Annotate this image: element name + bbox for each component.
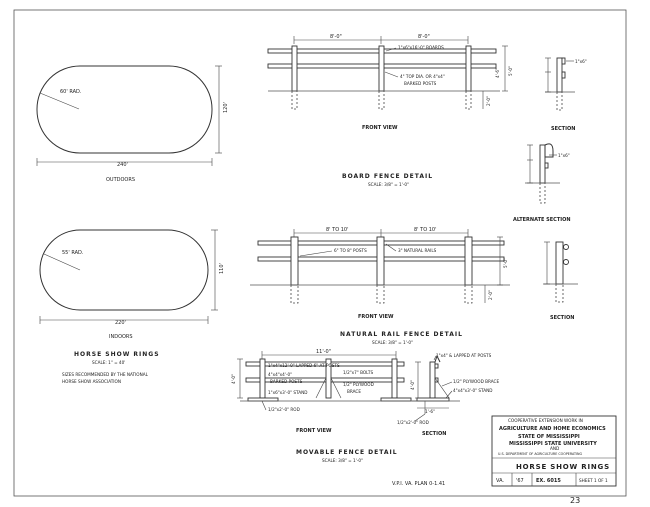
rail-height-1: 5'-0"	[503, 258, 508, 268]
movable-stand-label: 1"x6"x3'-0" STAND	[268, 390, 308, 395]
indoors-radius-line	[43, 253, 81, 271]
movable-fence-section: 4'-0" 1'-6" 1"x4" & LAPPED AT POSTS 1/2"…	[397, 353, 499, 437]
rail-fence-front-view: 8' TO 10' 8' TO 10' 6" TO 8" POSTS 3" NA…	[250, 227, 510, 320]
outdoors-radius-line	[39, 92, 80, 110]
outdoors-height: 120'	[223, 102, 229, 113]
tb-cell-sheet: SHEET 1 OF 1	[579, 478, 608, 483]
tb-line3: STATE OF MISSISSIPPI	[518, 434, 580, 440]
rail-fence-section: SECTION	[543, 241, 578, 321]
board-posts-label-1: 4" TOP DIA. OR 4"x4"	[400, 74, 445, 79]
rail-height-2: 2'-0"	[488, 290, 493, 300]
tb-cell-ex: EX. 6015	[536, 478, 561, 484]
movable-rails-label: 1"x4"x12'-0" LAPPED 6" AT POSTS	[268, 363, 340, 368]
movable-span: 11'-0"	[316, 349, 331, 355]
rings-note-2: HORSE SHOW ASSOCIATION	[62, 379, 121, 384]
outdoors-width: 240'	[117, 162, 128, 168]
board-fence-front-view: 8'-0" 8'-0" 1"x6"x16'-0" BOARDS 4" TOP D…	[267, 34, 513, 131]
tb-line4: MISSISSIPPI STATE UNIVERSITY	[509, 441, 597, 447]
outdoors-label: OUTDOORS	[106, 177, 135, 183]
movable-front-view: FRONT VIEW	[296, 428, 332, 434]
board-fence-title: BOARD FENCE DETAIL	[342, 173, 433, 180]
board-front-view: FRONT VIEW	[362, 125, 398, 131]
movable-section-label: SECTION	[422, 431, 446, 437]
tb-line6: U.S. DEPARTMENT OF AGRICULTURE COOPERATI…	[498, 452, 582, 456]
rings-scale: SCALE: 1" = 40'	[92, 360, 125, 365]
alt-section-label: ALTERNATE SECTION	[513, 217, 571, 223]
page-number: 23	[570, 496, 580, 505]
movable-plywood-label-1: 1/2" PLYWOOD	[343, 382, 374, 387]
rail-fence-scale: SCALE: 3/8" = 1'-0"	[372, 340, 413, 345]
rings-note-1: SIZES RECOMMENDED BY THE NATIONAL	[62, 372, 149, 377]
rail-section-label: SECTION	[550, 315, 574, 321]
movable-posts-label-2: BARKED POSTS	[270, 379, 303, 384]
board-height-1: 5'-0"	[508, 66, 513, 76]
tb-line2: AGRICULTURE AND HOME ECONOMICS	[499, 426, 606, 432]
movable-rod-label: 1/2"x2'-0" ROD	[268, 407, 300, 412]
indoors-label: INDOORS	[109, 334, 133, 340]
movable-posts-label-1: 4"x4"x4'-0"	[268, 372, 292, 377]
board-section-label: SECTION	[551, 126, 575, 132]
board-boards-label: 1"x6"x16'-0" BOARDS	[398, 45, 444, 50]
rail-rails-label: 3" NATURAL RAILS	[398, 248, 437, 253]
rail-front-view: FRONT VIEW	[358, 314, 394, 320]
rail-span-2: 8' TO 10'	[414, 227, 436, 233]
indoors-width: 220'	[115, 320, 126, 326]
board-posts-label-2: BARKED POSTS	[404, 81, 437, 86]
indoors-ring	[39, 229, 209, 311]
movable-bolts-label: 1/2"x7" BOLTS	[343, 370, 373, 375]
outdoors-radius: 60' RAD.	[60, 89, 82, 95]
movable-height: 4'-0"	[231, 374, 236, 384]
movable-sec-brace: 1/2" PLYWOOD BRACE	[453, 379, 499, 384]
indoors-height: 110'	[219, 263, 225, 274]
board-height-3: 2'-0"	[486, 96, 491, 106]
tb-cell-va: VA.	[496, 478, 504, 484]
rail-posts-label: 6" TO 8" POSTS	[334, 248, 367, 253]
board-fence-alt-section: 1"x6" ALTERNATE SECTION	[513, 143, 571, 223]
sheet-border	[13, 9, 627, 497]
movable-sec-base: 1'-6"	[425, 409, 435, 414]
section-board-label: 1"x6"	[575, 59, 587, 64]
plan-reference: V.P.I. VA. PLAN 0-1.41	[392, 481, 445, 487]
rings-title: HORSE SHOW RINGS	[74, 351, 160, 358]
board-fence-section: 1"x6" SECTION	[545, 57, 587, 132]
board-height-2: 4'-6"	[495, 68, 500, 78]
alt-board-label: 1"x6"	[558, 153, 570, 158]
rings-drawing: 60' RAD. 120' 240' OUTDOORS 55' RAD. 110…	[36, 65, 229, 384]
rail-span-1: 8' TO 10'	[326, 227, 348, 233]
movable-sec-rod: 1/2"x2'-0" ROD	[397, 420, 429, 425]
movable-plywood-label-2: BRACE	[347, 389, 361, 394]
tb-drawing-title: HORSE SHOW RINGS	[516, 463, 610, 471]
tb-cell-year: '67	[516, 478, 524, 484]
rail-fence-title: NATURAL RAIL FENCE DETAIL	[340, 331, 463, 338]
outdoors-ring	[36, 65, 213, 154]
movable-sec-stand: 4"x4"x3'-0" STAND	[453, 388, 493, 393]
movable-fence-scale: SCALE: 3/8" = 1'-0"	[322, 458, 363, 463]
title-block: COOPERATIVE EXTENSION WORK IN AGRICULTUR…	[491, 415, 617, 487]
board-span-2: 8'-0"	[418, 34, 430, 40]
tb-line5: AND	[550, 446, 559, 451]
board-fence-scale: SCALE: 3/8" = 1'-0"	[368, 182, 409, 187]
board-span-1: 8'-0"	[330, 34, 342, 40]
movable-sec-lapped: 1"x4" & LAPPED AT POSTS	[436, 353, 492, 358]
movable-fence-front-view: 11'-0" 4'-0" 1"x4"x12'-0" LAPPED 6" AT P…	[231, 349, 420, 434]
tb-line1: COOPERATIVE EXTENSION WORK IN	[508, 418, 583, 423]
movable-fence-title: MOVABLE FENCE DETAIL	[296, 449, 398, 456]
movable-sec-height: 4'-0"	[410, 380, 415, 390]
indoors-radius: 55' RAD.	[62, 250, 84, 256]
